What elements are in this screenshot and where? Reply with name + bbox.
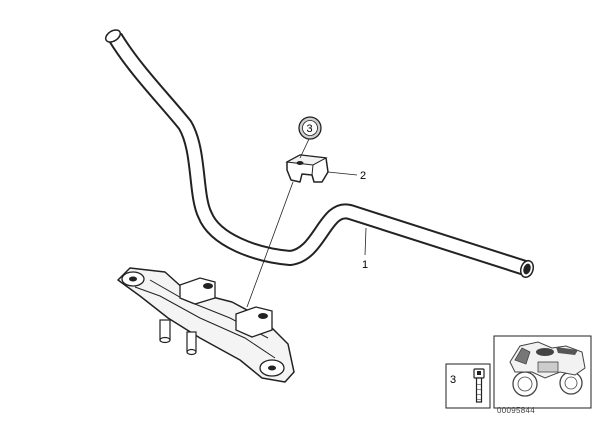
callout-screw-inset: 3 (450, 374, 456, 386)
motorcycle-thumbnail-icon (509, 341, 586, 397)
leader-line-screw (299, 138, 310, 159)
screw-icon[interactable] (473, 368, 485, 403)
callout-handlebar: 1 (362, 259, 368, 271)
handlebar-tube-icon[interactable] (104, 28, 536, 279)
clamp-bracket-icon[interactable] (285, 154, 329, 183)
document-number: 00095844 (497, 406, 535, 415)
screw-callout-circle: 3 (298, 116, 322, 140)
callout-screw-circled: 3 (307, 123, 313, 135)
leader-line-handlebar (364, 227, 367, 256)
leader-line-clamp (327, 171, 358, 176)
assembly-line (246, 181, 294, 308)
callout-clamp: 2 (360, 170, 366, 182)
fork-bridge-icon[interactable] (117, 267, 295, 383)
